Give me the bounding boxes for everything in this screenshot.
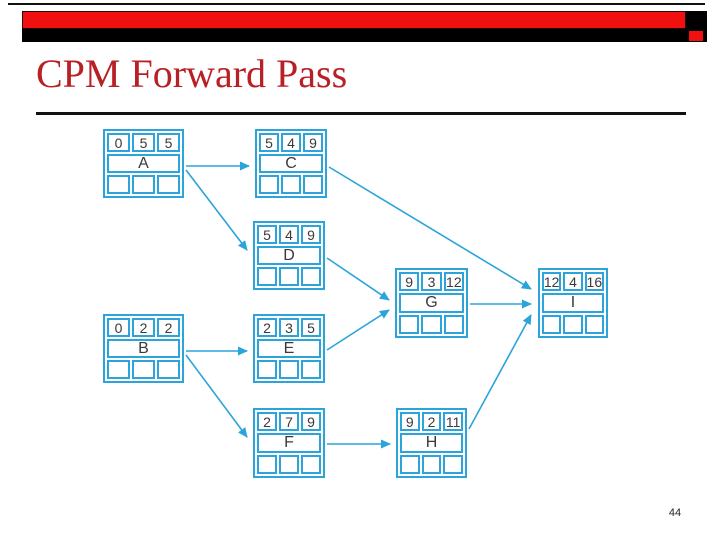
lf-empty-cell: [301, 360, 321, 379]
duration-value: 3: [421, 272, 442, 292]
ef-value: 9: [301, 412, 321, 432]
edge-H-I: [468, 314, 532, 430]
slack-empty-cell: [279, 267, 299, 286]
duration-value: 4: [281, 133, 301, 152]
edge-D-G: [326, 257, 390, 301]
slack-empty-cell: [279, 454, 299, 474]
slack-empty-cell: [132, 360, 155, 379]
lf-empty-cell: [301, 454, 321, 474]
activity-label: A: [107, 154, 180, 173]
slide-title: CPM Forward Pass: [36, 51, 348, 96]
duration-value: 5: [132, 133, 155, 152]
header-red-bar: [22, 11, 686, 29]
lf-empty-cell: [303, 175, 323, 194]
ef-value: 9: [301, 225, 321, 244]
lf-empty-cell: [301, 267, 321, 286]
lf-empty-cell: [443, 314, 464, 334]
activity-label: C: [259, 154, 323, 173]
activity-label: I: [542, 293, 604, 313]
activity-label: D: [257, 246, 321, 265]
es-value: 9: [400, 412, 420, 432]
ls-empty-cell: [257, 360, 277, 379]
activity-label: B: [107, 339, 180, 358]
es-value: 5: [257, 225, 277, 244]
ls-empty-cell: [107, 360, 130, 379]
slack-empty-cell: [563, 314, 583, 334]
duration-value: 2: [421, 412, 442, 432]
title-underline: [36, 112, 686, 115]
header-black-bar: [22, 29, 707, 42]
es-value: 9: [399, 272, 420, 292]
lf-empty-cell: [443, 454, 463, 474]
page-number: 44: [668, 507, 682, 519]
duration-value: 2: [132, 318, 155, 337]
ef-value: 9: [303, 133, 323, 152]
duration-value: 4: [563, 272, 583, 292]
es-value: 12: [542, 272, 562, 292]
es-value: 2: [257, 412, 277, 432]
activity-label: E: [257, 339, 321, 358]
ls-empty-cell: [107, 175, 130, 194]
ef-value: 12: [443, 272, 464, 292]
duration-value: 4: [279, 225, 299, 244]
es-value: 0: [107, 133, 130, 152]
activity-label: H: [400, 433, 463, 453]
activity-label: G: [399, 293, 464, 313]
slack-empty-cell: [421, 314, 442, 334]
ls-empty-cell: [257, 454, 277, 474]
slack-empty-cell: [421, 454, 442, 474]
ef-value: 11: [443, 412, 463, 432]
header-top-line: [8, 3, 705, 5]
duration-value: 3: [279, 318, 299, 337]
slack-empty-cell: [281, 175, 301, 194]
lf-empty-cell: [157, 360, 180, 379]
es-value: 2: [257, 318, 277, 337]
ls-empty-cell: [259, 175, 279, 194]
edge-E-G: [326, 309, 390, 351]
es-value: 5: [259, 133, 279, 152]
ef-value: 5: [301, 318, 321, 337]
ls-empty-cell: [542, 314, 562, 334]
ef-value: 16: [584, 272, 604, 292]
es-value: 0: [107, 318, 130, 337]
ls-empty-cell: [257, 267, 277, 286]
ef-value: 2: [157, 318, 180, 337]
edge-A-D: [185, 169, 248, 251]
ls-empty-cell: [400, 454, 420, 474]
ls-empty-cell: [399, 314, 420, 334]
slack-empty-cell: [279, 360, 299, 379]
duration-value: 7: [279, 412, 299, 432]
header-red-square: [689, 31, 703, 41]
ef-value: 5: [157, 133, 180, 152]
lf-empty-cell: [157, 175, 180, 194]
edge-B-F: [185, 354, 248, 438]
activity-label: F: [257, 433, 321, 453]
lf-empty-cell: [584, 314, 604, 334]
slack-empty-cell: [132, 175, 155, 194]
